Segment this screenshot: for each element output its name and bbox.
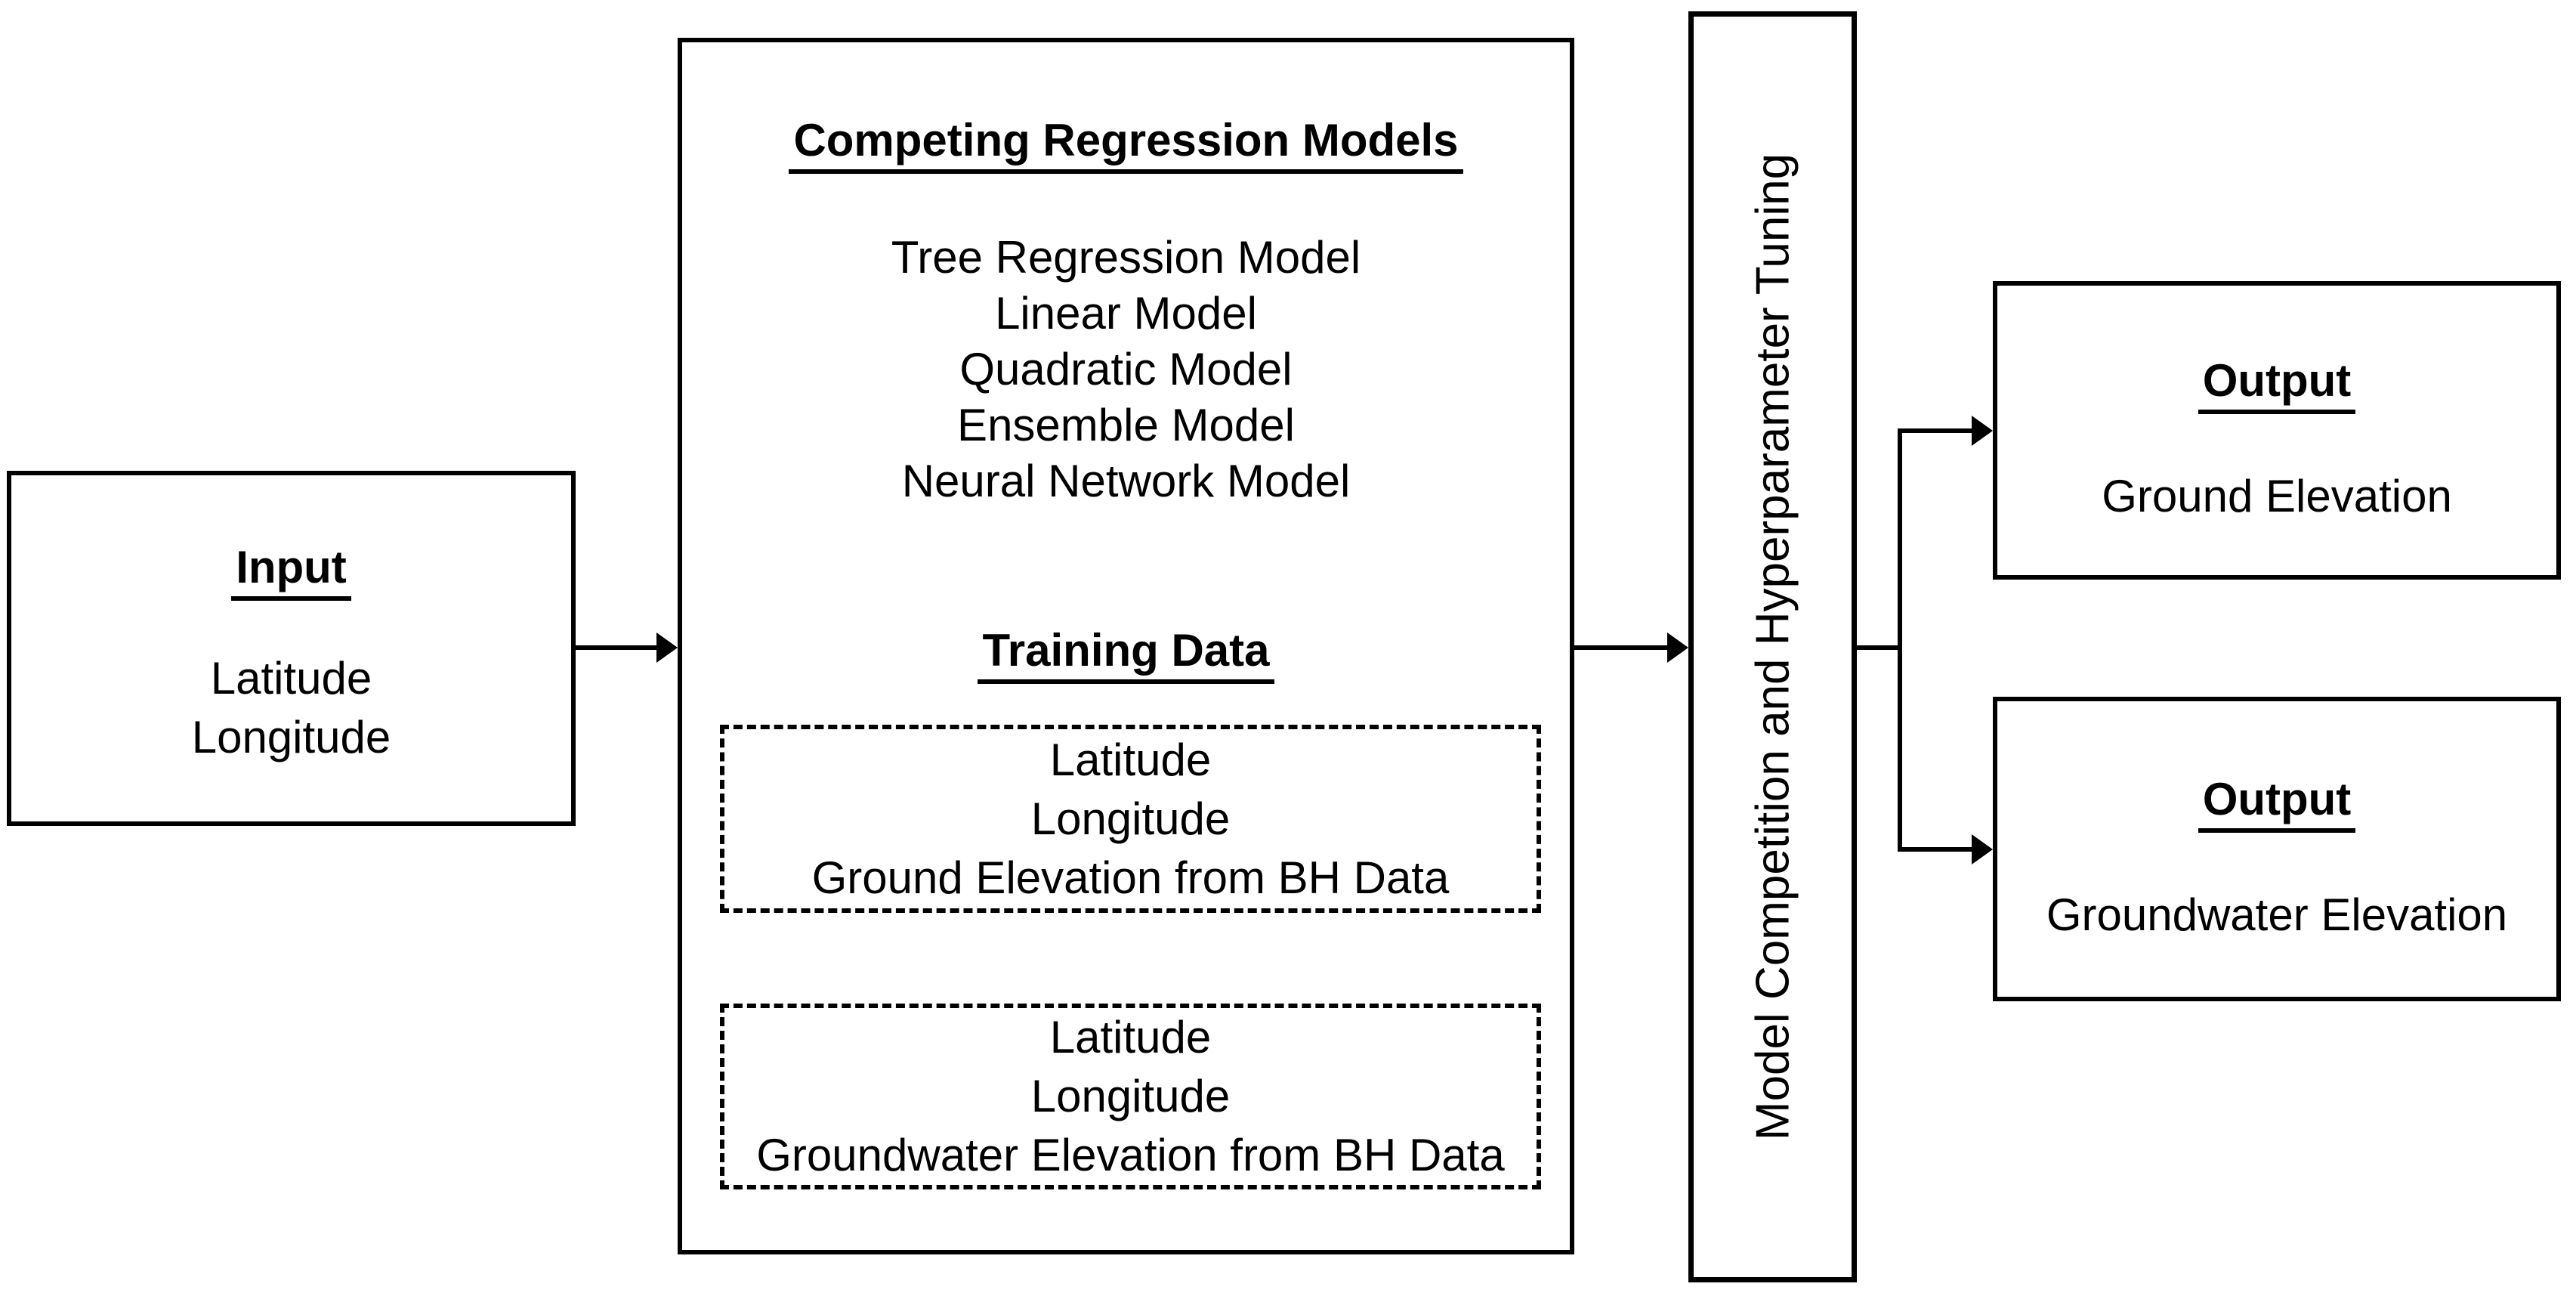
arrow-models-to-tuning-line (1574, 645, 1670, 650)
training-dataset-ground: Latitude Longitude Ground Elevation from… (720, 725, 1541, 913)
model-item: Linear Model (995, 288, 1257, 339)
output2-label: Groundwater Elevation (2046, 889, 2508, 940)
dataset1-ground-elevation: Ground Elevation from BH Data (811, 852, 1450, 903)
training-data-title: Training Data (682, 623, 1570, 684)
arrow-to-output2-head (1972, 834, 1993, 865)
tuning-box-label: Model Competition and Hyperparameter Tun… (1747, 153, 1799, 1141)
dataset1-latitude: Latitude (1049, 734, 1212, 785)
connector-branch-vertical (1898, 428, 1902, 852)
connector-tuning-stub (1857, 645, 1902, 650)
arrow-to-output2-line (1898, 847, 1972, 852)
arrow-to-output1-head (1972, 416, 1993, 446)
models-box: Competing Regression Models Tree Regress… (678, 38, 1574, 1254)
tuning-box: Model Competition and Hyperparameter Tun… (1688, 11, 1857, 1282)
input-box: Input Latitude Longitude (7, 471, 576, 826)
arrow-models-to-tuning-head (1667, 633, 1688, 663)
output-box-ground: Output Ground Elevation (1993, 281, 2561, 580)
model-item: Tree Regression Model (891, 232, 1361, 283)
model-item: Ensemble Model (957, 400, 1295, 450)
arrow-to-output1-line (1898, 428, 1972, 433)
output1-label: Ground Elevation (2102, 471, 2452, 521)
training-dataset-groundwater: Latitude Longitude Groundwater Elevation… (720, 1004, 1541, 1189)
input-line-latitude: Latitude (210, 653, 372, 704)
input-box-title: Input (11, 540, 571, 601)
dataset1-longitude: Longitude (1030, 793, 1231, 844)
input-line-longitude: Longitude (191, 712, 391, 762)
dataset2-latitude: Latitude (1049, 1012, 1212, 1062)
dataset2-longitude: Longitude (1030, 1071, 1231, 1121)
model-item: Quadratic Model (959, 344, 1293, 394)
arrow-input-to-models-head (656, 633, 678, 663)
arrow-input-to-models-line (576, 645, 656, 650)
dataset2-groundwater-elevation: Groundwater Elevation from BH Data (756, 1130, 1505, 1180)
output-box-groundwater: Output Groundwater Elevation (1993, 697, 2561, 1001)
input-box-lines: Latitude Longitude (11, 649, 571, 767)
models-box-title: Competing Regression Models (682, 113, 1570, 174)
model-item: Neural Network Model (901, 456, 1351, 506)
output2-title: Output (1997, 772, 2556, 833)
models-list: Tree Regression Model Linear Model Quadr… (682, 230, 1570, 509)
output1-title: Output (1997, 354, 2556, 414)
